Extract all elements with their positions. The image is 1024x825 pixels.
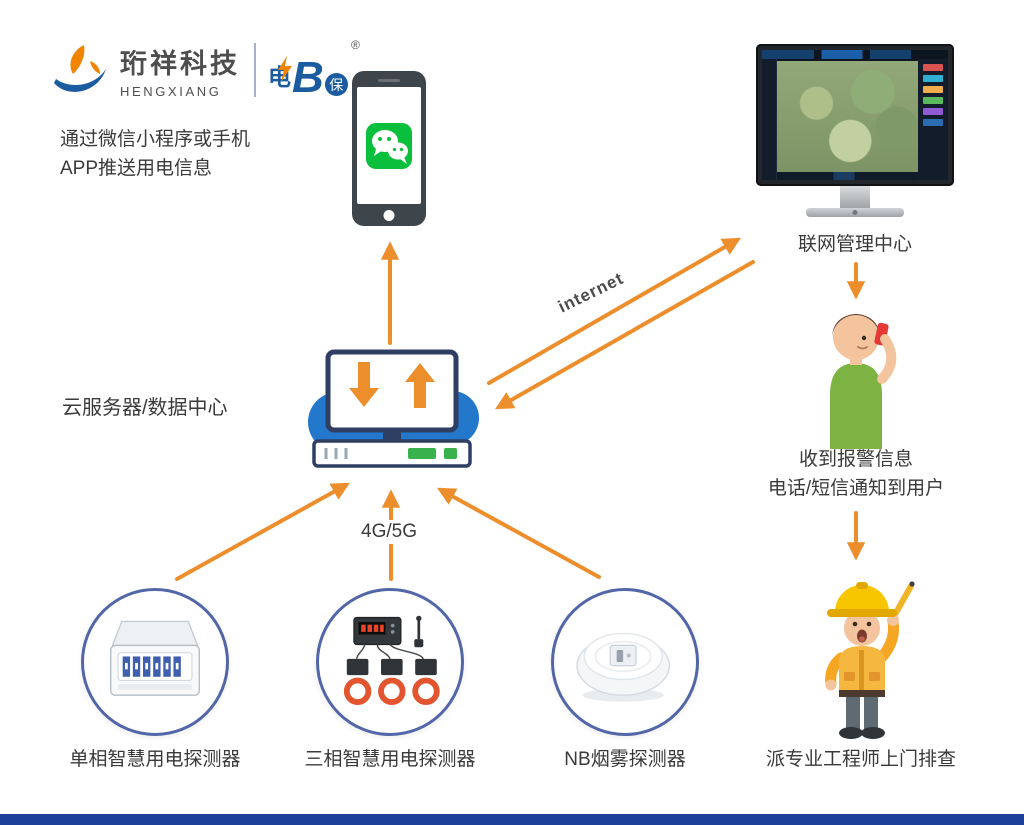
phone-screen — [357, 87, 421, 204]
alarm-caption-line2: 电话/短信通知到用户 — [767, 477, 945, 499]
dashboard-right-panel — [918, 59, 948, 180]
phone-home-button — [383, 210, 395, 221]
single-phase-detector-circle — [81, 588, 229, 736]
registered-mark: ® — [350, 38, 360, 52]
alerted-user — [806, 299, 906, 454]
app-push-caption-line1: 通过微信小程序或手机 — [60, 129, 251, 150]
brand-bao-badge: 保 — [324, 73, 348, 96]
dashboard-topbar — [762, 50, 948, 59]
phone-speaker — [378, 79, 400, 82]
lightning-bolt-icon — [278, 56, 292, 82]
chart-chip — [923, 119, 943, 126]
app-push-caption-line2: APP推送用电信息 — [60, 157, 213, 179]
app-push-caption: 通过微信小程序或手机 APP推送用电信息 — [60, 126, 250, 183]
nb-smoke-detector-icon — [576, 632, 670, 702]
cloud-server-icon — [308, 349, 479, 468]
monitor-stand-base — [806, 208, 904, 217]
wechat-icon — [366, 122, 412, 169]
chart-chip — [923, 64, 943, 71]
smartphone — [352, 71, 426, 226]
bottom-accent-bar — [0, 814, 1024, 825]
single-phase-detector-label: 单相智慧用电探测器 — [69, 749, 241, 770]
monitor-stand-neck — [840, 186, 870, 208]
chart-chip — [923, 86, 943, 93]
company-name-cn: 珩祥科技 — [120, 48, 240, 79]
management-monitor — [756, 44, 954, 186]
dianbao-logo: 电 B 保 ® — [268, 38, 360, 102]
arrow-smoke-detector-to-cloud — [436, 487, 601, 579]
cloud-server — [302, 336, 480, 470]
dashboard-left-panel — [762, 59, 777, 180]
arrow-cloud-to-center — [487, 237, 741, 385]
three-phase-detector-label: 三相智慧用电探测器 — [304, 749, 476, 770]
chart-chip — [923, 108, 943, 115]
hengxiang-logo-icon — [54, 45, 106, 92]
management-center-label: 联网管理中心 — [797, 234, 912, 255]
brand-b-glyph: B — [292, 53, 324, 102]
alarm-caption: 收到报警信息 电话/短信通知到用户 — [740, 446, 972, 503]
company-name-en: HENGXIANG — [120, 83, 222, 99]
map-view — [777, 61, 918, 172]
engineer-figure — [801, 566, 921, 748]
engineer-icon — [825, 581, 915, 739]
nb-smoke-detector-label: NB烟雾探测器 — [564, 749, 686, 770]
single-phase-detector-icon — [110, 620, 200, 696]
dashboard-bottom-bar — [777, 172, 918, 180]
cloud-server-label: 云服务器/数据中心 — [62, 397, 228, 419]
three-phase-detector-icon — [343, 615, 440, 705]
company-logo: 珩祥科技 HENGXIANG 电 B 保 ® — [50, 38, 360, 102]
arrow-single-detector-to-cloud — [175, 482, 351, 581]
three-phase-detector-circle — [316, 588, 464, 736]
alarm-caption-line1: 收到报警信息 — [798, 449, 913, 470]
engineer-label: 派专业工程师上门排查 — [765, 749, 956, 770]
chart-chip — [923, 75, 943, 82]
chart-chip — [923, 97, 943, 104]
management-screen — [762, 50, 948, 180]
cellular-link-label: 4G/5G — [356, 520, 422, 544]
logo-divider — [254, 43, 256, 97]
nb-smoke-detector-circle — [551, 588, 699, 736]
user-on-phone-icon — [830, 314, 897, 449]
arrow-center-to-cloud — [495, 260, 755, 410]
